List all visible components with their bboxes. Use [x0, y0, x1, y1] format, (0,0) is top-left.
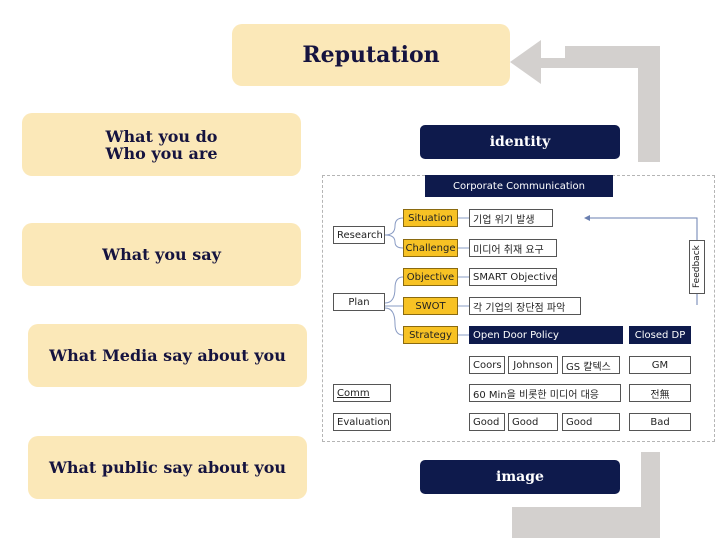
gm-box: GM [629, 356, 691, 374]
good-box-1: Good [469, 413, 505, 431]
reputation-title: Reputation [232, 24, 510, 86]
comm-text-box: 60 Min을 비롯한 미디어 대응 [469, 384, 621, 402]
good-box-2: Good [508, 413, 558, 431]
situation-text-box: 기업 위기 발생 [469, 209, 553, 227]
what-media-say-text: What Media say about you [49, 346, 286, 365]
situation-box: Situation [403, 209, 458, 227]
feedback-box: Feedback [689, 240, 705, 294]
gs-caltex-box: GS 칼텍스 [562, 356, 620, 374]
comm-box: Comm [333, 384, 391, 402]
corporate-communication-header: Corporate Communication [425, 175, 613, 197]
what-you-do-text: What you do [105, 126, 218, 146]
evaluation-box: Evaluation [333, 413, 391, 431]
corporate-communication-diagram: Corporate Communication Research Plan Co… [322, 175, 715, 442]
what-public-say-text: What public say about you [48, 458, 287, 477]
what-public-say-pill: What public say about you [28, 436, 307, 499]
image-box: image [420, 460, 620, 494]
swot-box: SWOT [403, 297, 458, 315]
top-arrow [510, 40, 660, 162]
objective-box: Objective [403, 268, 458, 286]
bottom-arrow [512, 452, 660, 538]
what-you-do-pill: What you do Who you are [22, 113, 301, 176]
identity-text: identity [489, 134, 551, 150]
image-text: image [496, 469, 544, 485]
closed-dp-box: Closed DP [629, 326, 691, 344]
reputation-title-text: Reputation [302, 41, 440, 68]
objective-text-box: SMART Objective [469, 268, 557, 286]
strategy-box: Strategy [403, 326, 458, 344]
open-door-policy-box: Open Door Policy [469, 326, 623, 344]
bad-box: Bad [629, 413, 691, 431]
good-box-3: Good [562, 413, 620, 431]
what-media-say-pill: What Media say about you [28, 324, 307, 387]
challenge-text-box: 미디어 취재 요구 [469, 239, 557, 257]
plan-box: Plan [333, 293, 385, 311]
johnson-box: Johnson [508, 356, 558, 374]
what-you-say-text: What you say [102, 245, 221, 264]
coors-box: Coors [469, 356, 505, 374]
what-you-say-pill: What you say [22, 223, 301, 286]
identity-box: identity [420, 125, 620, 159]
comm-right-box: 전無 [629, 384, 691, 402]
swot-text-box: 각 기업의 장단점 파악 [469, 297, 581, 315]
who-you-are-text: Who you are [105, 143, 218, 163]
research-box: Research [333, 226, 385, 244]
challenge-box: Challenge [403, 239, 458, 257]
